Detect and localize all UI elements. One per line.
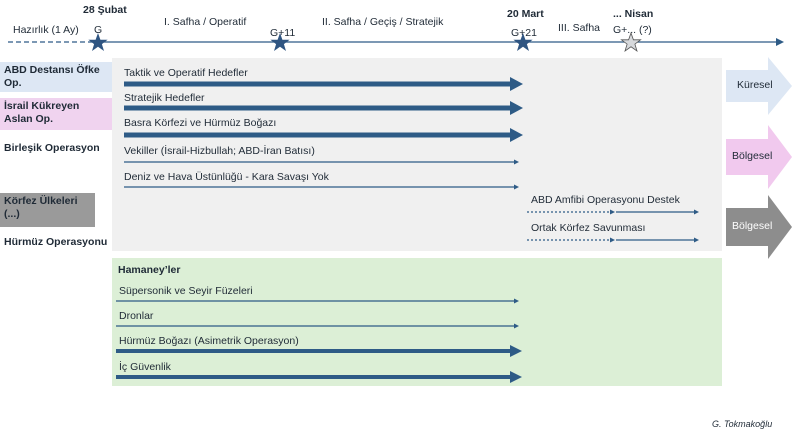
iran-label-l3: Hürmüz Boğazı (Asimetrik Operasyon): [119, 335, 299, 347]
outcome-arrow-global: [726, 57, 792, 115]
star-end: [620, 31, 642, 52]
timeline-g-end: G+... (?): [613, 24, 652, 36]
timeline-phase3: III. Safha: [558, 22, 601, 34]
timeline-arrowhead: [776, 38, 784, 46]
line-label-l7: Ortak Körfez Savunması: [531, 222, 646, 234]
star-g: [88, 33, 108, 51]
actor-abd: ABD Destansı Öfke Op.: [0, 62, 112, 92]
author-credit: G. Tokmakoğlu: [712, 419, 773, 429]
coalition-panel: [112, 58, 722, 251]
line-label-l6: ABD Amfibi Operasyonu Destek: [531, 194, 680, 206]
actor-israil: İsrail Kükreyen Aslan Op.: [0, 98, 112, 130]
outcome-arrow-regional-1: [726, 125, 792, 189]
outcome-label-global: Küresel: [737, 79, 773, 91]
timeline-phase1: I. Safha / Operatif: [164, 16, 247, 28]
iran-title: Hamaney’ler: [118, 264, 181, 276]
timeline-g21: G+21: [511, 27, 537, 39]
timeline-date-end: ... Nisan: [613, 8, 654, 20]
line-label-l4: Vekiller (İsrail-Hizbullah; ABD-İran Bat…: [124, 145, 315, 157]
actor-hurmuz: Hürmüz Operasyonu: [4, 236, 108, 248]
star-g21: [513, 33, 533, 51]
timeline-date-start: 28 Şubat: [83, 4, 127, 16]
timeline-g: G: [94, 24, 103, 36]
iran-label-l2: Dronlar: [119, 310, 154, 322]
timeline-phase2: II. Safha / Geçiş / Stratejik: [322, 16, 444, 28]
outcome-label-regional-1: Bölgesel: [732, 150, 773, 162]
line-label-l1: Taktik ve Operatif Hedefler: [124, 67, 248, 79]
outcome-arrow-regional-2: [726, 195, 792, 259]
line-label-l2: Stratejik Hedefler: [124, 92, 205, 104]
timeline-prep-label: Hazırlık (1 Ay): [13, 24, 79, 36]
iran-panel: [112, 258, 722, 386]
actor-korfez: Körfez Ülkeleri (...): [0, 193, 95, 227]
line-label-l5: Deniz ve Hava Üstünlüğü - Kara Savaşı Yo…: [124, 171, 329, 183]
actor-birlesik: Birleşik Operasyon: [4, 142, 100, 154]
line-label-l3: Basra Körfezi ve Hürmüz Boğazı: [124, 117, 277, 129]
star-g11: [270, 33, 290, 51]
timeline-date-mid: 20 Mart: [507, 8, 544, 20]
iran-label-l4: İç Güvenlik: [119, 361, 171, 373]
timeline-g11: G+11: [270, 27, 296, 39]
outcome-label-regional-2: Bölgesel: [732, 220, 773, 232]
iran-label-l1: Süpersonik ve Seyir Füzeleri: [119, 285, 253, 297]
